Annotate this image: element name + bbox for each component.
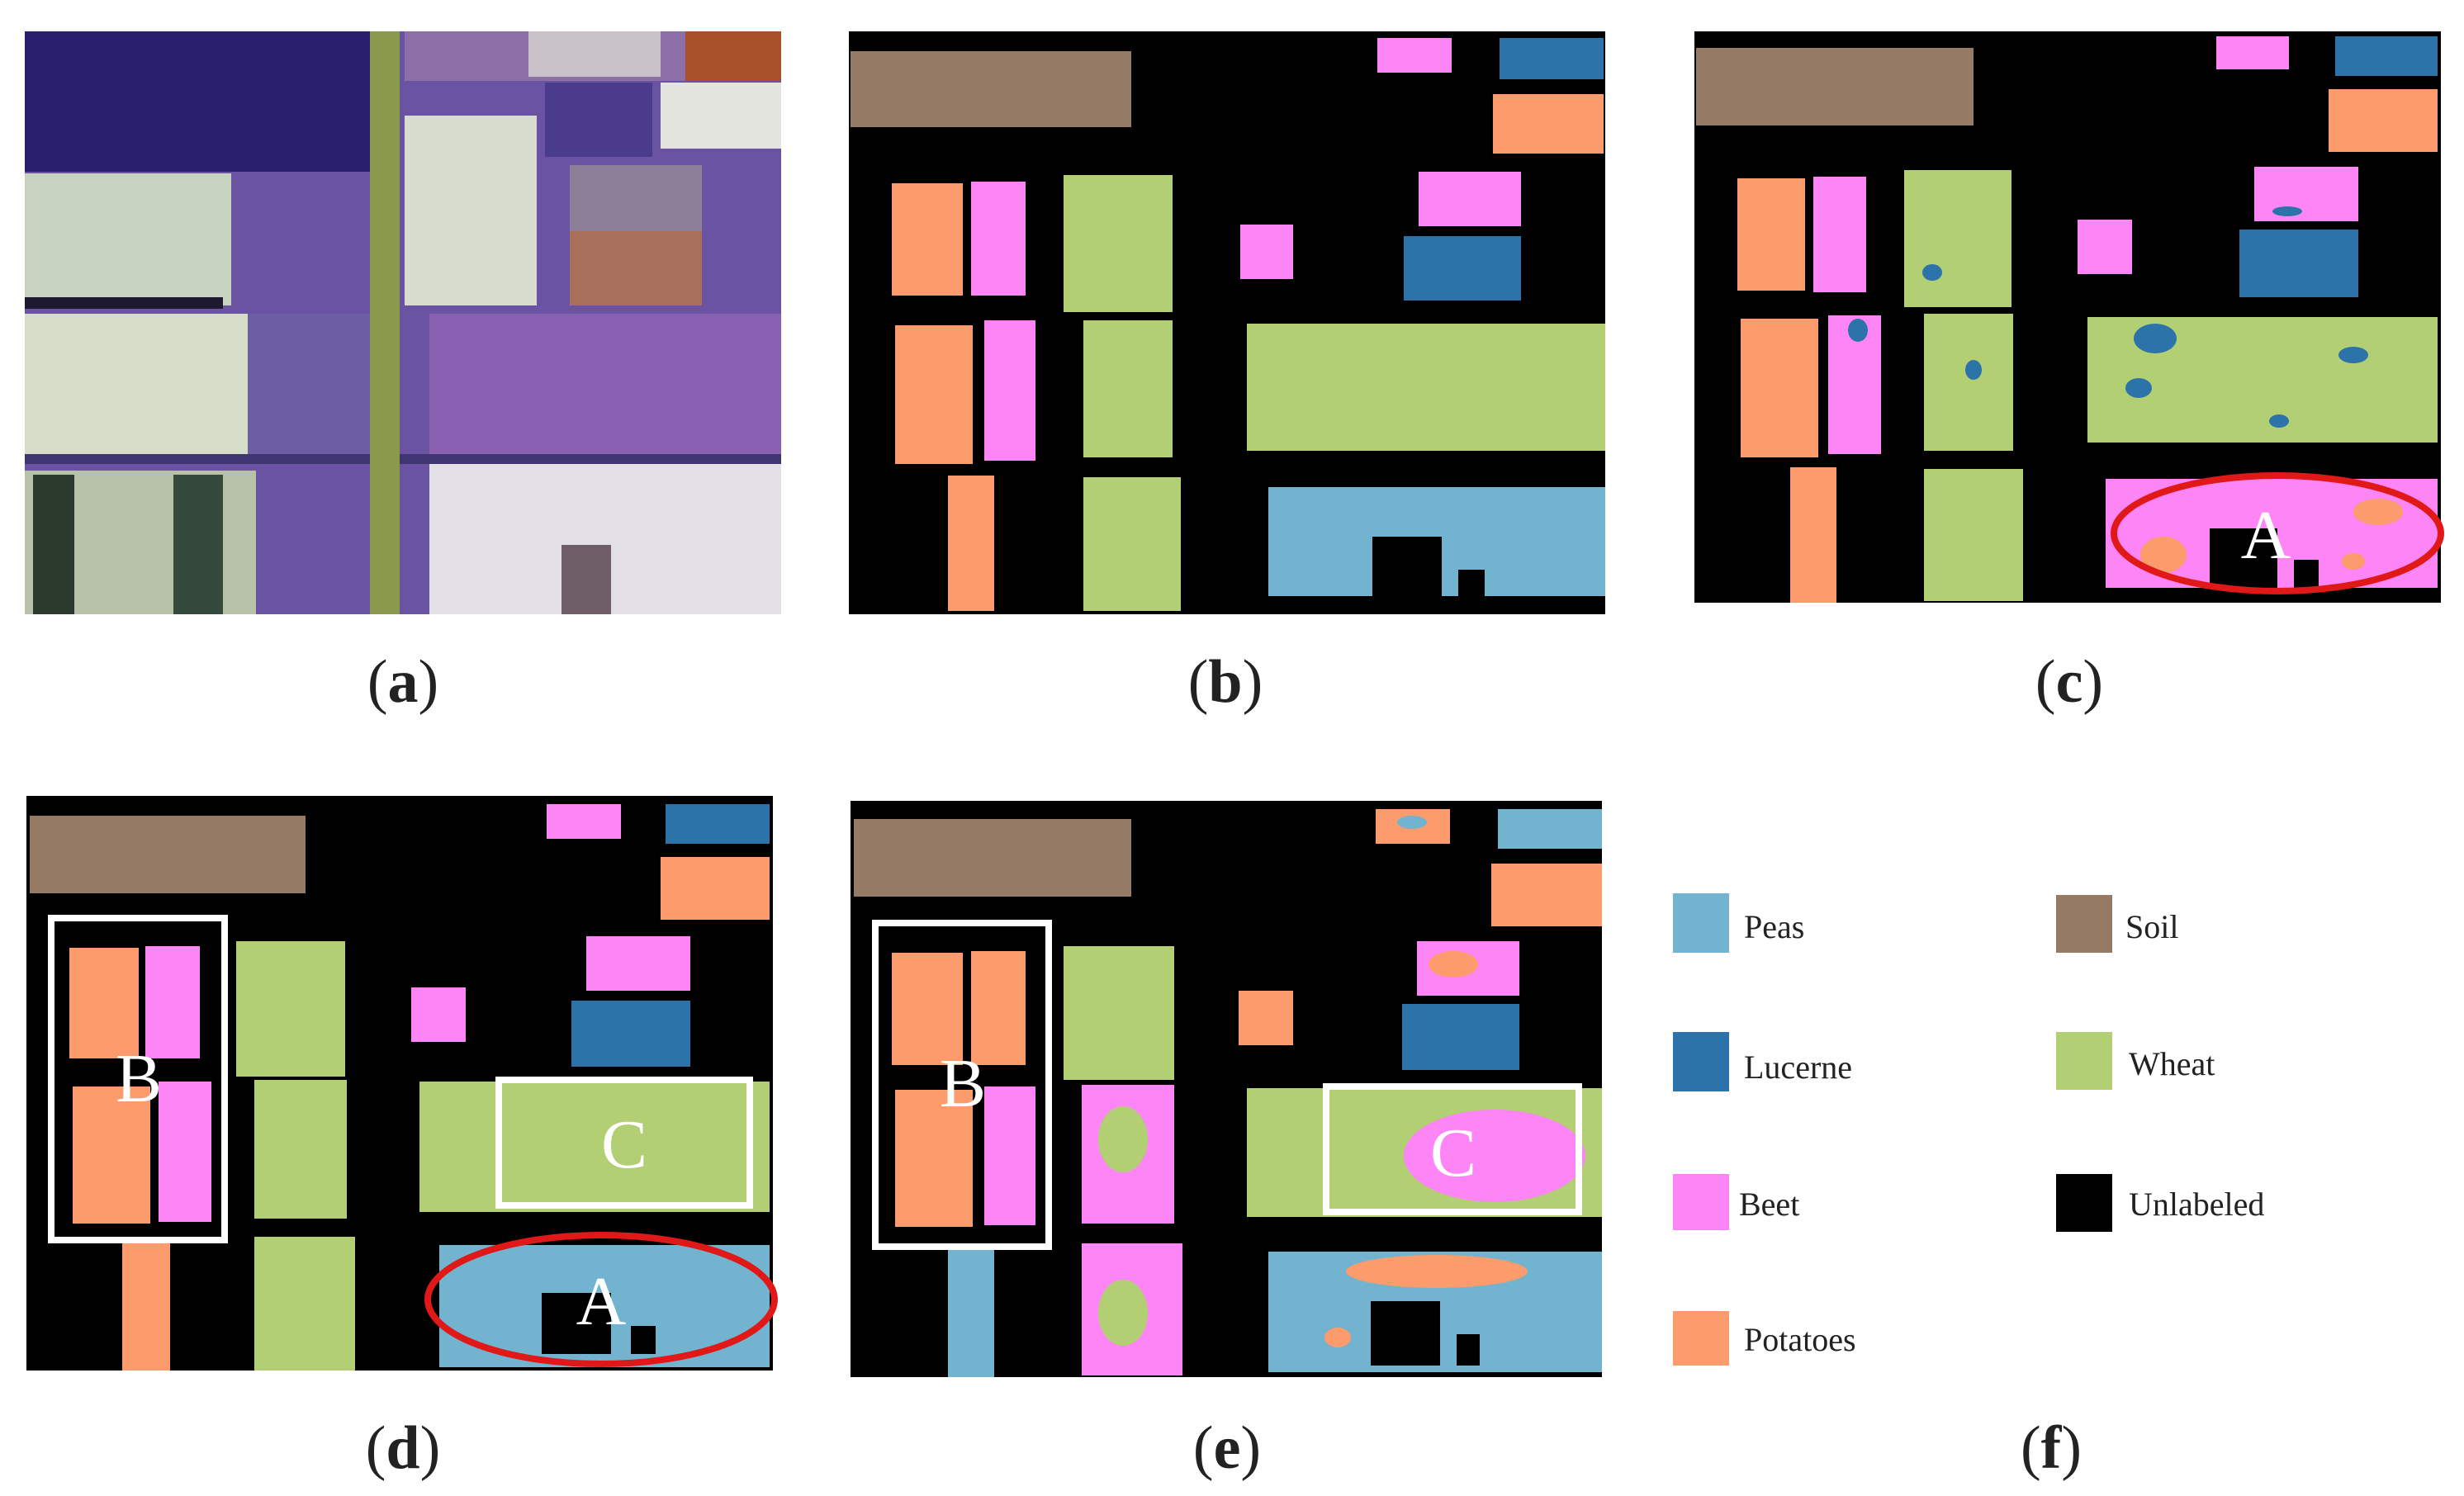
panel-d-result: B C A: [26, 796, 778, 1371]
field-beet: [1419, 172, 1521, 226]
field-unlabeled: [1372, 537, 1442, 596]
field-beet: [1377, 38, 1452, 73]
field-potatoes: [948, 476, 994, 611]
field-soil: [851, 51, 1131, 127]
field-beet: [984, 320, 1035, 461]
panel-f-legend: Peas Lucerne Beet Potatoes Soil Wheat Un…: [1673, 893, 2264, 1366]
legend-label-lucerne: Lucerne: [1744, 1049, 1852, 1086]
legend-label-beet: Beet: [1739, 1186, 1799, 1223]
legend-swatch-peas: [1673, 893, 1729, 953]
panel-b-ground-truth: [849, 31, 1605, 614]
field-potatoes: [892, 183, 963, 296]
highlight-box-c: [1323, 1083, 1582, 1215]
legend-swatch-beet: [1673, 1174, 1729, 1230]
field-beet: [971, 182, 1026, 296]
panel-c-result: A: [1694, 31, 2444, 603]
field-wheat: [1083, 477, 1181, 611]
field-potatoes: [1493, 94, 1604, 154]
field-potatoes: [895, 325, 973, 464]
legend-swatch-unlabeled: [2056, 1174, 2112, 1232]
caption-b: (b): [1188, 648, 1263, 716]
legend-swatch-potatoes: [1673, 1311, 1729, 1366]
legend-swatch-wheat: [2056, 1032, 2112, 1090]
caption-d: (d): [366, 1414, 440, 1482]
caption-c: (c): [2035, 648, 2103, 716]
panel-a-sar-image: [25, 31, 781, 614]
legend-label-unlabeled: Unlabeled: [2129, 1186, 2264, 1223]
highlight-box-c: [495, 1077, 753, 1209]
legend-label-peas: Peas: [1744, 908, 1804, 945]
marker-c-label: C: [601, 1106, 647, 1183]
legend-swatch-lucerne: [1673, 1032, 1729, 1091]
field-lucerne: [1404, 236, 1521, 301]
highlight-box-b: [48, 915, 228, 1243]
caption-a: (a): [367, 648, 438, 716]
marker-a-label: A: [2241, 497, 2291, 574]
panel-e-result: B C: [851, 801, 1602, 1377]
marker-b-label: B: [940, 1045, 986, 1122]
caption-e: (e): [1193, 1414, 1261, 1482]
legend-label-potatoes: Potatoes: [1744, 1321, 1856, 1358]
marker-a-label: A: [576, 1263, 627, 1340]
highlight-ellipse-a: [424, 1232, 778, 1367]
field-lucerne: [1500, 38, 1604, 79]
caption-f: (f): [2021, 1414, 2082, 1482]
field-beet: [1240, 225, 1293, 279]
field-wheat: [1083, 320, 1173, 457]
marker-b-label: B: [116, 1040, 162, 1117]
field-wheat: [1064, 175, 1173, 312]
marker-c-label: C: [1430, 1115, 1476, 1191]
legend-label-soil: Soil: [2125, 908, 2178, 945]
highlight-box-b: [872, 920, 1052, 1250]
field-wheat: [1247, 324, 1605, 451]
highlight-ellipse-a: [2111, 472, 2444, 594]
legend-label-wheat: Wheat: [2129, 1045, 2215, 1082]
legend-swatch-soil: [2056, 895, 2112, 953]
field-unlabeled: [1458, 570, 1485, 596]
